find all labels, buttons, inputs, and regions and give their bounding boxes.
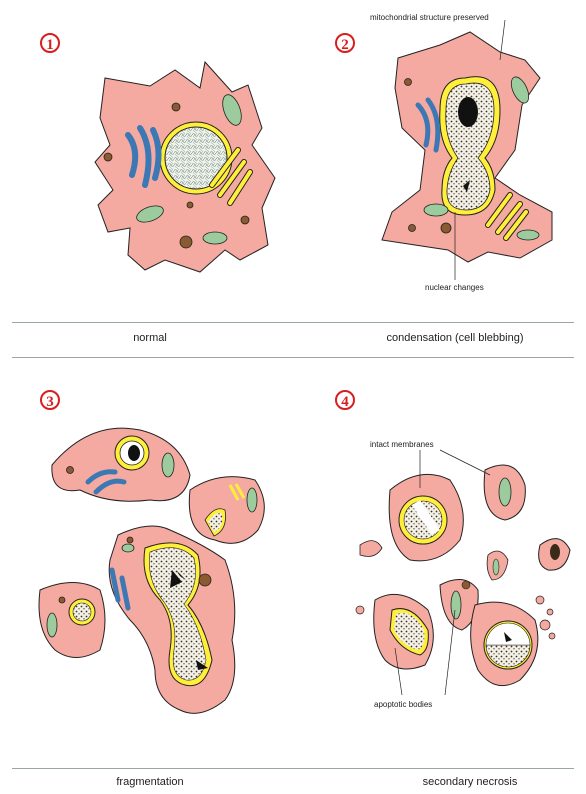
cell-fragmentation bbox=[39, 428, 264, 713]
cell-normal bbox=[95, 62, 275, 272]
cell-secondary-necrosis bbox=[356, 450, 570, 695]
cell-condensation bbox=[382, 20, 552, 280]
